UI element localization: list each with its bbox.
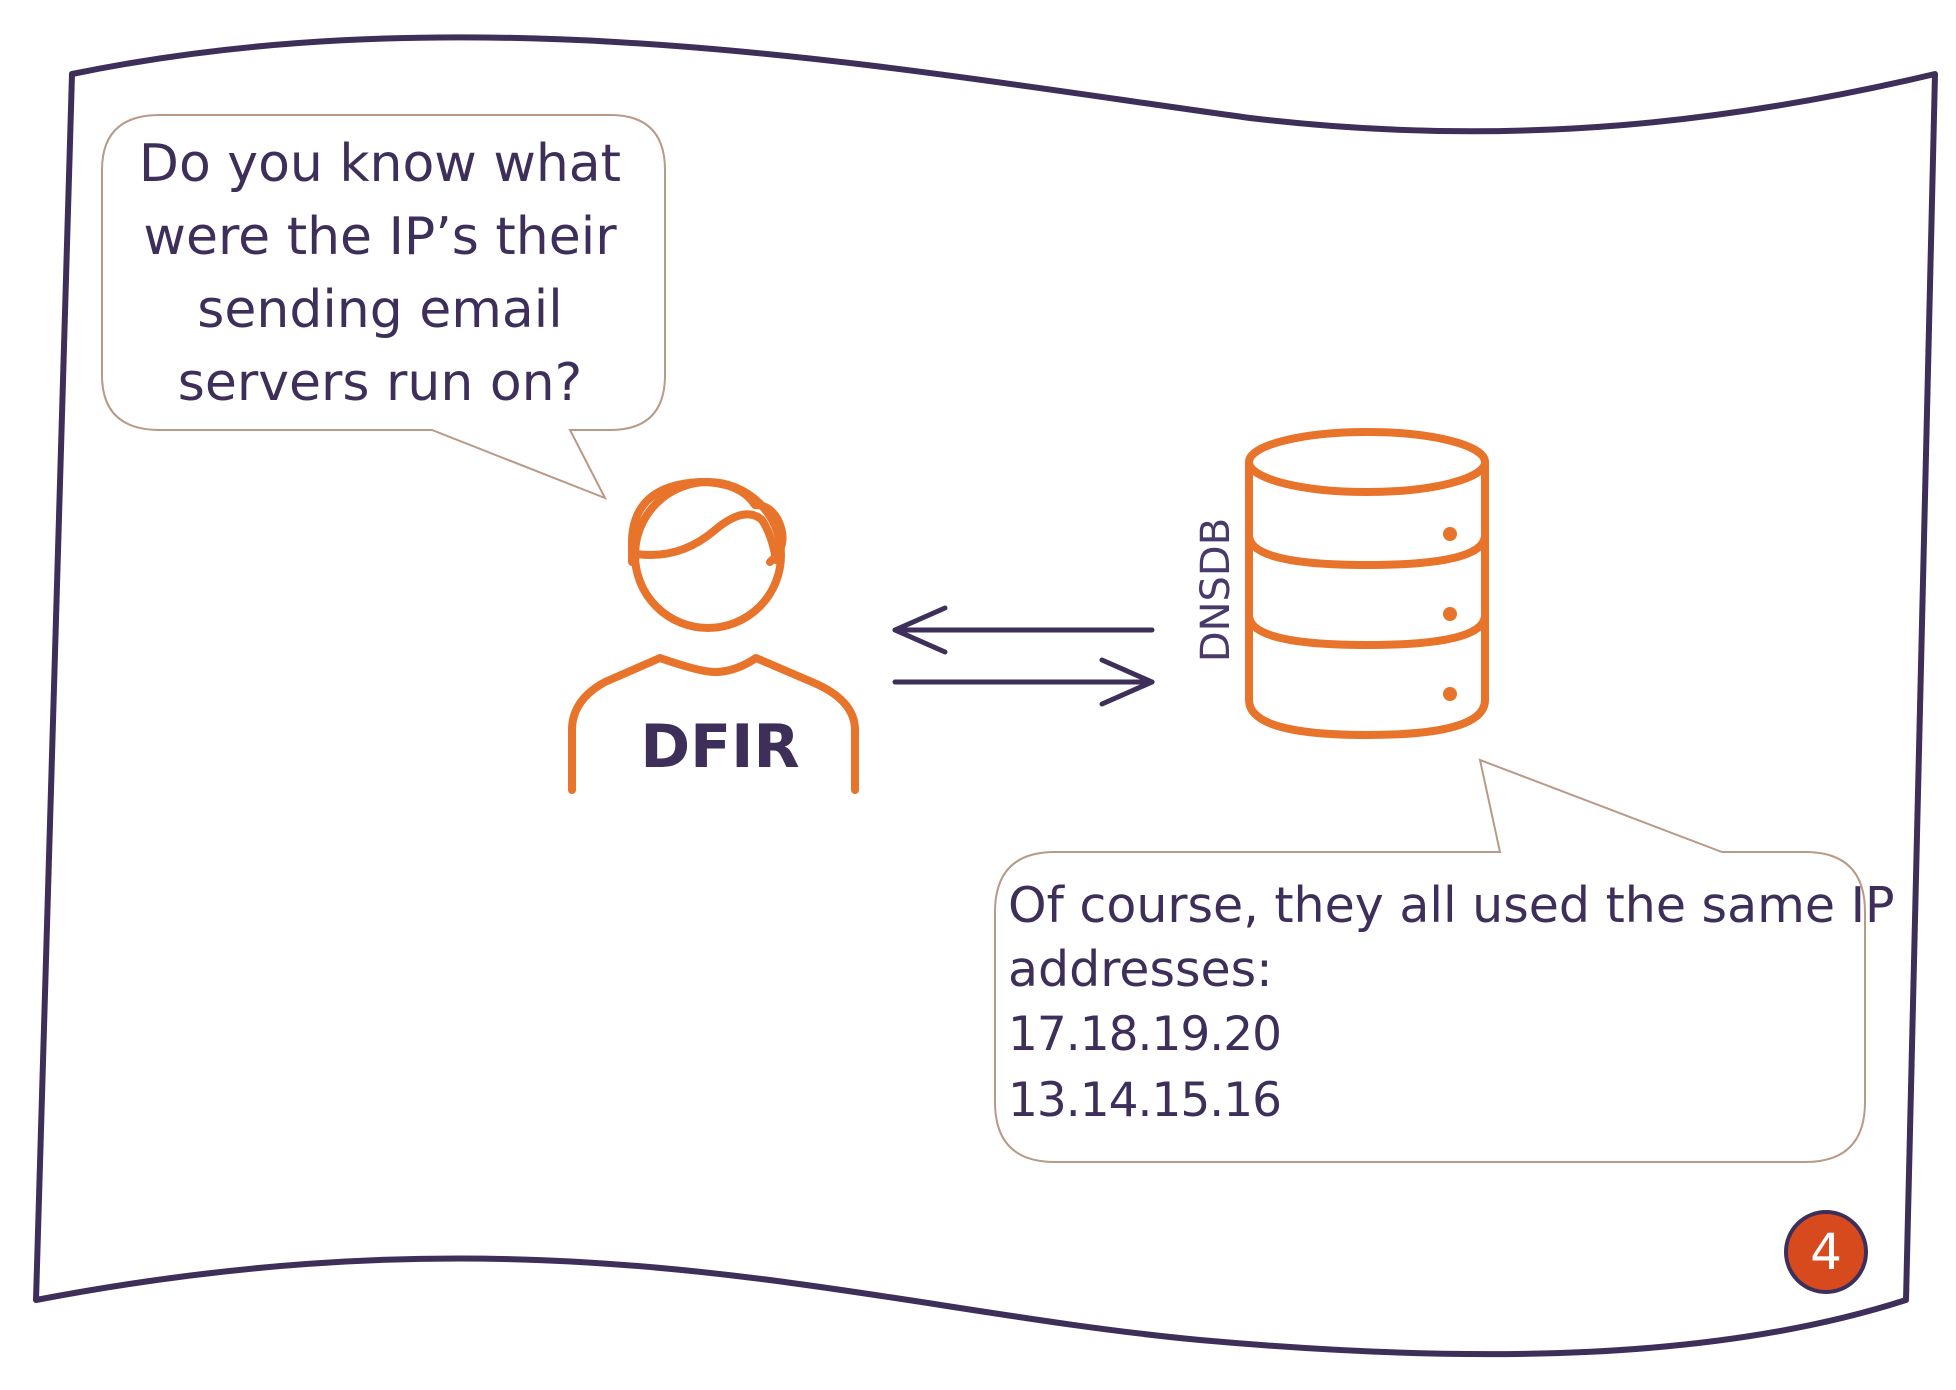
page-number-badge: 4	[1784, 1210, 1868, 1294]
question-bubble	[101, 114, 666, 500]
answer-text: Of course, they all used the same IP add…	[1008, 874, 1895, 1134]
answer-line-2: addresses:	[1008, 941, 1273, 998]
question-text: Do you know what were the IP’s their sen…	[120, 128, 640, 420]
question-line: sending email	[197, 280, 563, 340]
person-label: DFIR	[640, 712, 800, 782]
ip-address: 13.14.15.16	[1008, 1073, 1282, 1128]
question-line: were the IP’s their	[143, 207, 617, 267]
question-line: servers run on?	[177, 353, 583, 413]
answer-line-1: Of course, they all used the same IP	[1008, 877, 1895, 934]
question-line: Do you know what	[138, 134, 622, 194]
bidirectional-arrows-icon	[892, 605, 1155, 707]
database-icon	[1245, 428, 1489, 739]
database-status-dots	[1443, 527, 1457, 701]
answer-bubble	[994, 758, 1866, 1163]
person-icon	[568, 478, 859, 794]
database-label: DNSDB	[1193, 517, 1239, 663]
ip-address: 17.18.19.20	[1008, 1007, 1282, 1062]
page-frame	[33, 34, 1938, 1358]
